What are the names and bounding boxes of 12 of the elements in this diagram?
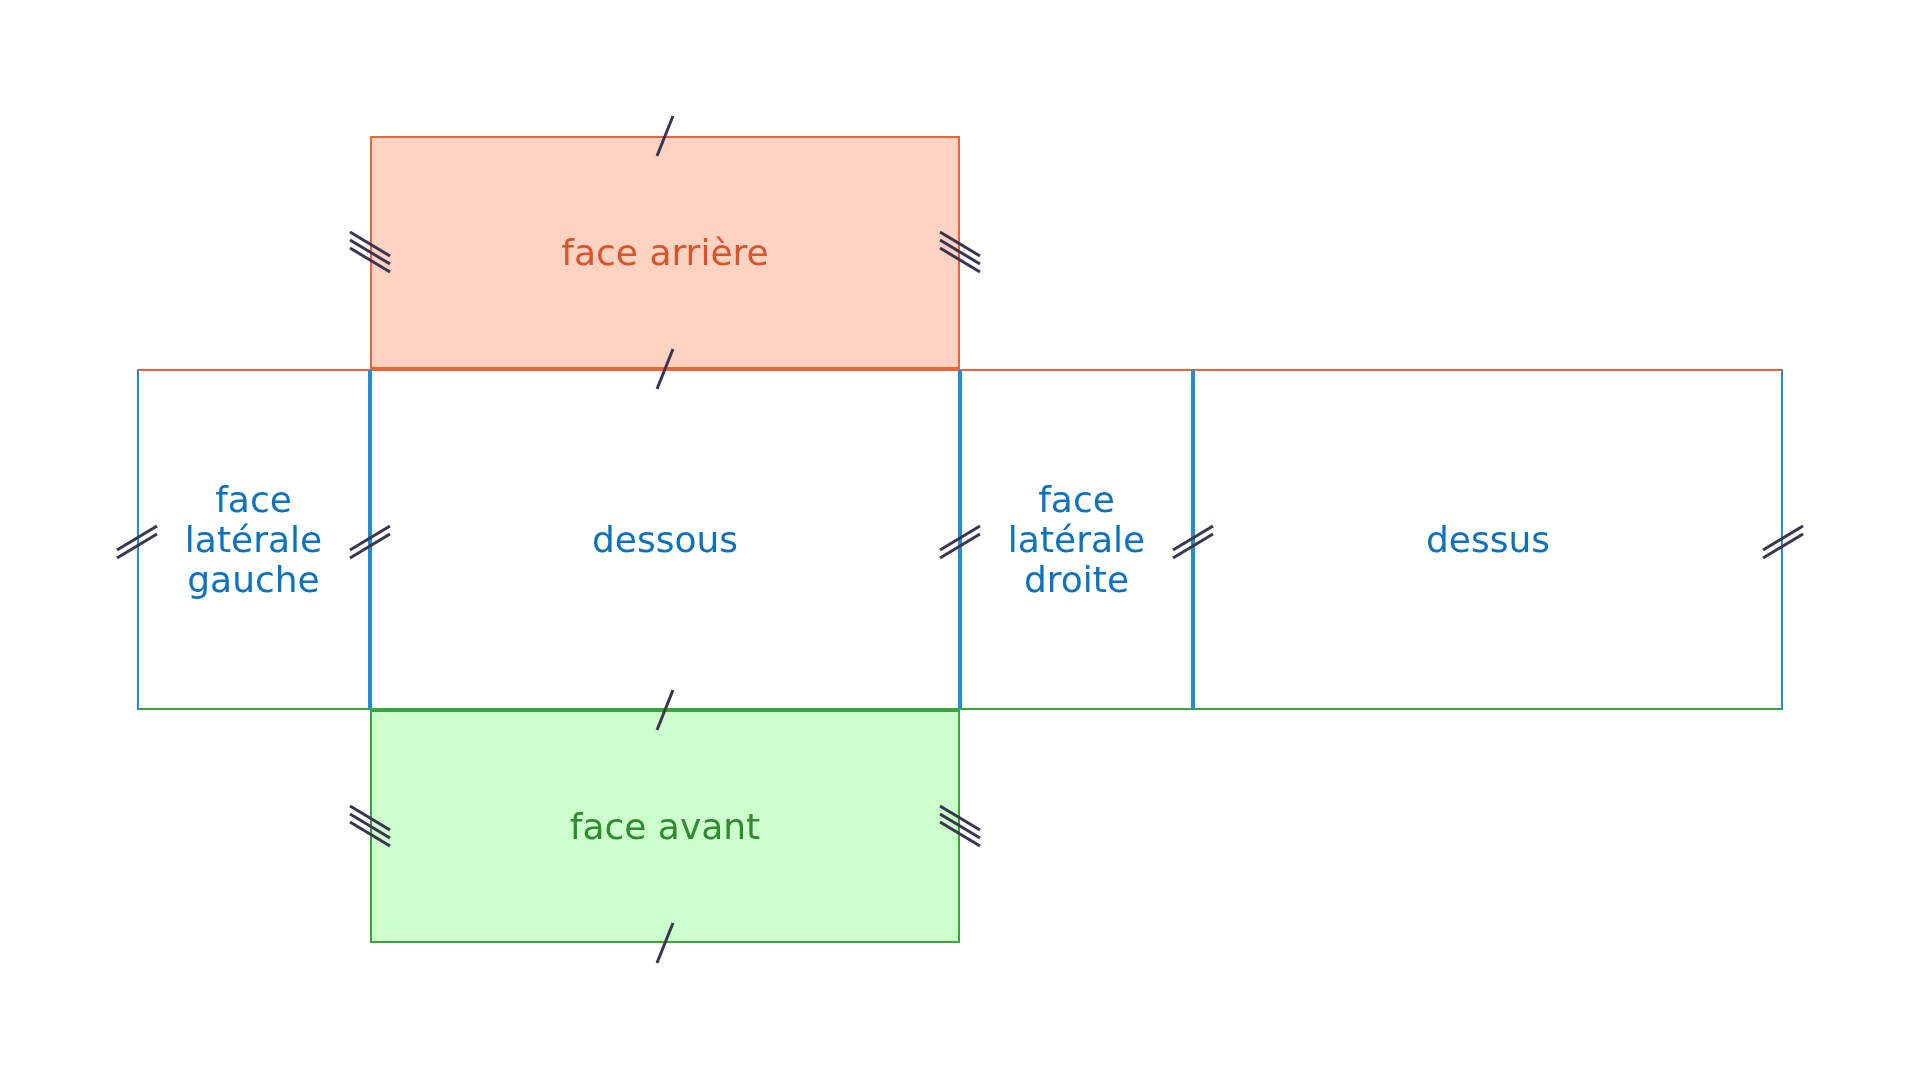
face-label: face latérale gauche <box>183 479 324 600</box>
face-panel <box>1193 369 1783 710</box>
face-panel <box>370 369 960 710</box>
face-label: face latérale droite <box>1006 479 1147 600</box>
face-panel <box>370 136 960 369</box>
face-label: dessous <box>591 519 739 560</box>
face-panel <box>137 369 370 710</box>
face-label: face arrière <box>561 232 769 273</box>
face-panel <box>370 710 960 943</box>
face-label: dessus <box>1425 519 1551 560</box>
face-panel <box>960 369 1193 710</box>
face-label: face avant <box>569 806 761 847</box>
